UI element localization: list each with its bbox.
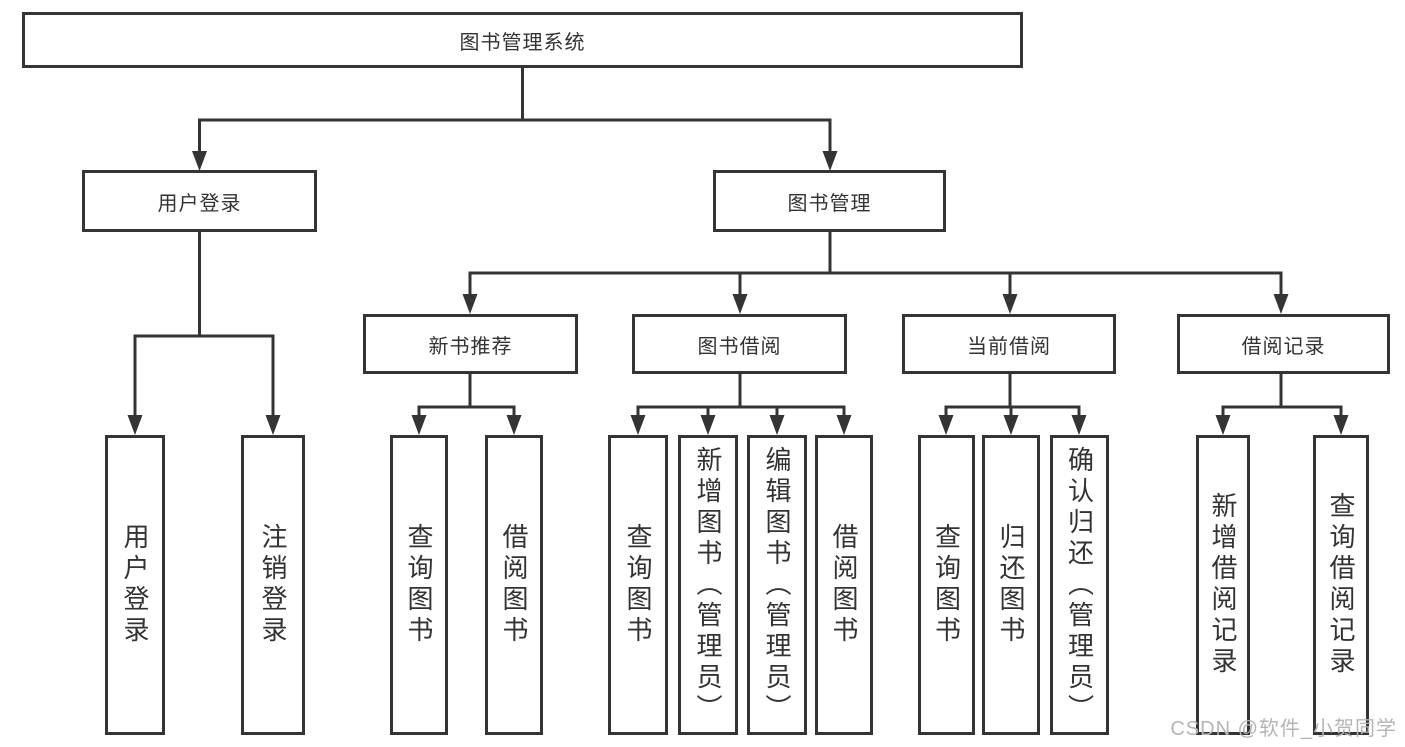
- node-book-management: 图书管理: [713, 170, 946, 232]
- node-book-borrow: 图书借阅: [632, 314, 847, 374]
- node-edit-books-admin: 编辑图书（管理员）: [747, 435, 807, 735]
- node-leaf-logout: 注销登录: [241, 435, 305, 735]
- connector-new-book-trunk: [419, 373, 514, 409]
- connector-book-borrow-trunk: [638, 373, 844, 409]
- node-query-books-borrow: 查询图书: [608, 435, 668, 735]
- node-current-borrow: 当前借阅: [902, 314, 1116, 374]
- node-borrow-records: 借阅记录: [1177, 314, 1390, 374]
- connector-book-management-trunk: [470, 231, 1281, 275]
- node-library-system: 图书管理系统: [22, 12, 1023, 68]
- node-confirm-return-admin: 确认归还（管理员）: [1050, 435, 1109, 735]
- node-return-books: 归还图书: [982, 435, 1040, 735]
- node-leaf-user-login: 用户登录: [105, 435, 165, 735]
- node-user-login: 用户登录: [82, 170, 317, 232]
- node-new-book-recommend: 新书推荐: [363, 314, 578, 374]
- node-query-borrow-record: 查询借阅记录: [1313, 435, 1369, 735]
- node-borrow-books-borrow: 借阅图书: [815, 435, 873, 735]
- node-add-books-admin: 新增图书（管理员）: [678, 435, 738, 735]
- connector-user-login-trunk: [135, 231, 273, 338]
- node-add-borrow-record: 新增借阅记录: [1196, 435, 1250, 735]
- csdn-watermark: CSDN @软件_小贺同学: [1170, 718, 1397, 740]
- connector-borrow-records-trunk: [1223, 373, 1341, 409]
- node-borrow-books-newbooks: 借阅图书: [485, 435, 543, 735]
- connector-current-borrow-trunk: [946, 373, 1079, 409]
- node-query-books-current: 查询图书: [918, 435, 975, 735]
- connector-root-trunk: [199, 66, 830, 122]
- node-query-books-newbooks: 查询图书: [390, 435, 448, 735]
